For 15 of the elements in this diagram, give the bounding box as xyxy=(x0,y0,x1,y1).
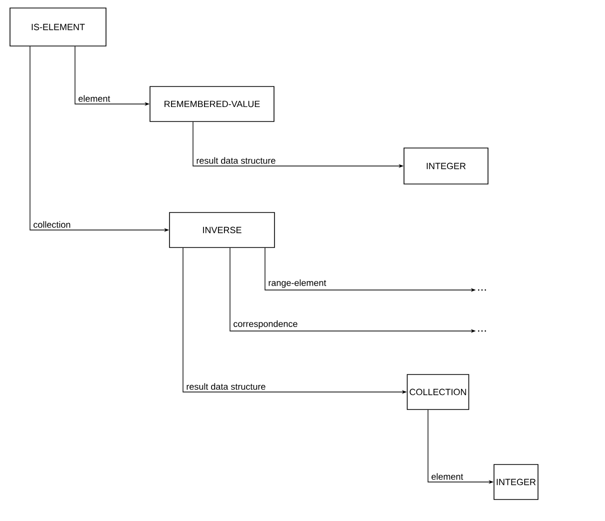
label-box: COLLECTION xyxy=(406,374,470,410)
edge-label: element xyxy=(430,472,464,481)
edge-label: result data structure xyxy=(195,156,277,165)
ellipsis-text: ... xyxy=(478,330,486,332)
edge-label: range-element xyxy=(267,278,328,289)
edge-label: result data structure xyxy=(185,382,267,391)
label-box: INTEGER xyxy=(404,148,488,184)
edge-label: element xyxy=(77,94,112,103)
label-box: REMEMBERED-VALUE xyxy=(150,86,274,122)
edge-label: collection xyxy=(32,220,72,229)
edge-label: correspondence xyxy=(232,319,299,330)
label-box: IS-ELEMENT xyxy=(10,8,106,46)
label-box: INVERSE xyxy=(169,212,275,248)
ellipsis-text: ... xyxy=(478,289,486,291)
label-box: INTEGER xyxy=(494,464,538,500)
